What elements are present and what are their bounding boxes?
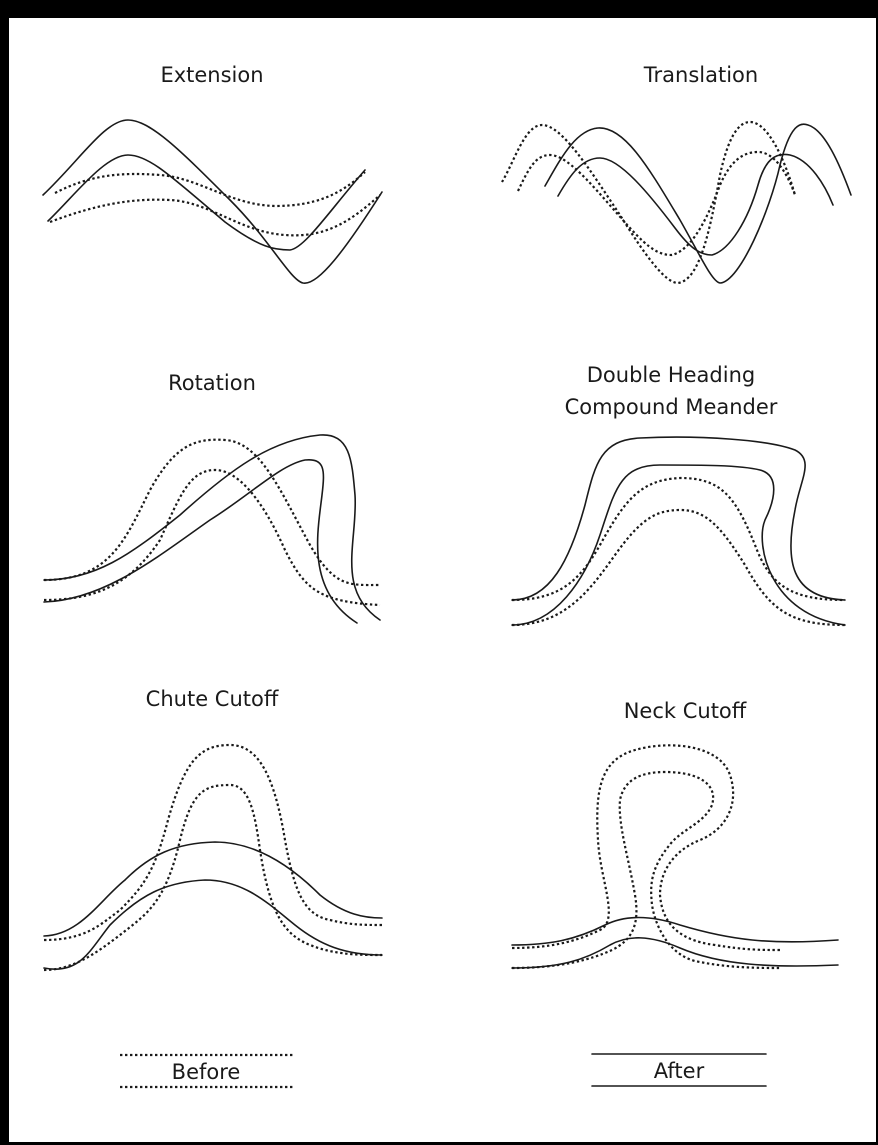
panel-title-double-heading-line2: Compound Meander [565,395,778,419]
before-bank-inner [44,785,382,970]
legend-before-label: Before [172,1060,241,1084]
before-bank-outer [502,122,795,283]
before-bank-outer [512,745,780,950]
panel-title-double-heading-line1: Double Heading [587,363,755,387]
after-bank-outer [545,124,851,283]
before-bank-outer [55,172,365,206]
after-bank-outer [44,842,382,936]
panel-chute-cutoff: Chute Cutoff [44,687,382,970]
legend: Before After [120,1054,766,1087]
before-bank-inner [44,470,380,605]
panel-rotation: Rotation [44,371,380,623]
before-bank-inner [50,195,380,235]
before-bank-outer [44,440,380,585]
after-bank-outer [512,437,845,600]
before-bank-outer [512,478,845,600]
after-bank-inner [512,465,845,625]
after-bank-outer [512,918,838,946]
panel-double-heading: Double Heading Compound Meander [512,363,845,625]
panel-title-translation: Translation [643,63,758,87]
legend-after-label: After [654,1059,705,1083]
panel-neck-cutoff: Neck Cutoff [512,699,838,968]
after-bank-inner [44,460,357,623]
panel-title-neck-cutoff: Neck Cutoff [624,699,747,723]
after-bank-inner [48,155,365,250]
after-bank-outer [43,120,382,283]
after-bank-inner [44,880,382,969]
panel-title-rotation: Rotation [168,371,256,395]
panel-title-chute-cutoff: Chute Cutoff [146,687,279,711]
panel-extension: Extension [43,63,382,283]
panel-title-extension: Extension [160,63,263,87]
before-bank-inner [512,510,845,625]
after-bank-inner [558,154,833,255]
panel-translation: Translation [502,63,851,283]
